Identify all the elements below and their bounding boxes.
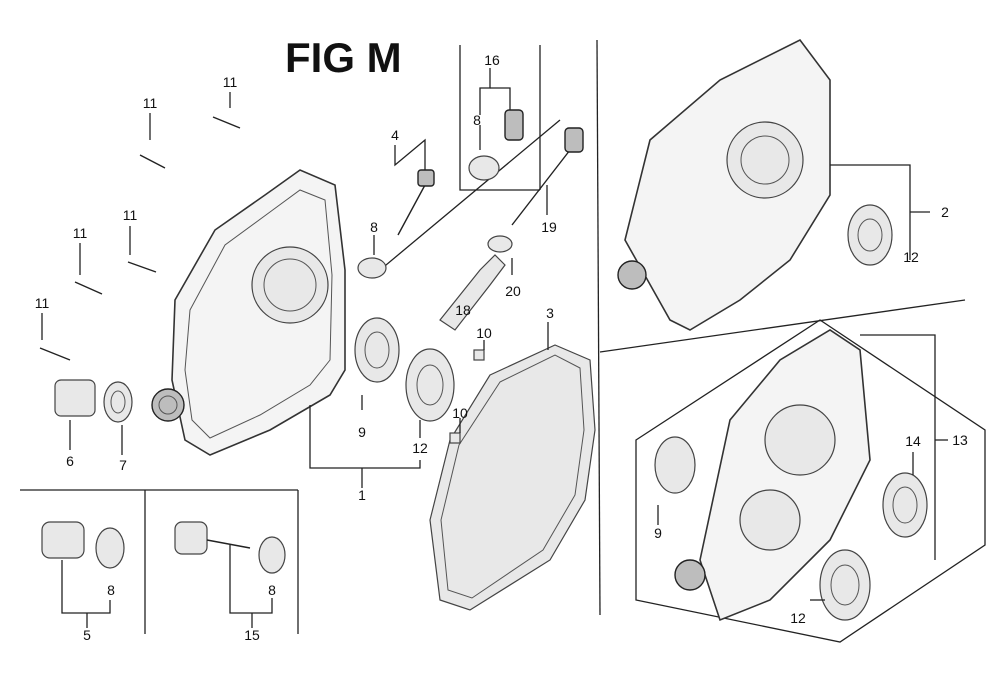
callout-11-d: 11 bbox=[73, 225, 88, 241]
callout-12-c: 12 bbox=[790, 610, 806, 626]
crankcase-cover-2 bbox=[617, 38, 893, 331]
callout-16: 16 bbox=[484, 52, 500, 68]
callout-8-a: 8 bbox=[370, 219, 378, 235]
callout-8-c: 8 bbox=[107, 582, 115, 598]
plug-5-inset bbox=[41, 521, 125, 569]
callout-9-a: 9 bbox=[358, 424, 366, 440]
callout-14: 14 bbox=[905, 433, 921, 449]
section-dividers bbox=[20, 39, 986, 643]
callout-12-b: 12 bbox=[903, 249, 919, 265]
oil-seal-main bbox=[354, 317, 400, 383]
callout-11-a: 11 bbox=[143, 95, 158, 111]
callout-9-b: 9 bbox=[654, 525, 662, 541]
crankcase-cover-main bbox=[151, 169, 346, 456]
callout-12-a: 12 bbox=[412, 440, 428, 456]
callout-11-c: 11 bbox=[123, 207, 138, 223]
dipstick-4 bbox=[357, 169, 435, 279]
callout-13: 13 bbox=[952, 432, 968, 448]
callout-6: 6 bbox=[66, 453, 74, 469]
callout-10-a: 10 bbox=[476, 325, 492, 341]
oil-filler-tube-18 bbox=[439, 235, 513, 331]
pins-10 bbox=[449, 349, 485, 444]
callout-20: 20 bbox=[505, 283, 521, 299]
callout-8-b: 8 bbox=[473, 112, 481, 128]
callout-8-d: 8 bbox=[268, 582, 276, 598]
callout-1: 1 bbox=[358, 487, 366, 503]
gasket bbox=[429, 344, 596, 611]
callout-labels: 1 2 3 4 5 6 7 8 8 8 8 9 9 10 10 11 11 11… bbox=[35, 52, 968, 643]
callout-11-b: 11 bbox=[223, 74, 238, 90]
callout-15: 15 bbox=[244, 627, 260, 643]
callout-3: 3 bbox=[546, 305, 554, 321]
crankcase-cover-13 bbox=[654, 329, 928, 622]
bearing-main bbox=[405, 348, 455, 422]
callout-18: 18 bbox=[455, 302, 471, 318]
bolts-11 bbox=[39, 116, 241, 361]
drain-plug-6 bbox=[54, 379, 96, 417]
callout-19: 19 bbox=[541, 219, 557, 235]
plug-16 bbox=[468, 109, 524, 181]
callout-2: 2 bbox=[941, 204, 949, 220]
plug-15-inset bbox=[174, 521, 286, 574]
callout-4: 4 bbox=[391, 127, 399, 143]
callout-11-e: 11 bbox=[35, 295, 50, 311]
washer-7 bbox=[103, 381, 133, 423]
callout-7: 7 bbox=[119, 457, 127, 473]
dipstick-19 bbox=[511, 127, 584, 226]
figure-title: FIG M bbox=[285, 34, 402, 81]
leader-lines bbox=[41, 68, 948, 628]
callout-10-b: 10 bbox=[452, 405, 468, 421]
callout-5: 5 bbox=[83, 627, 91, 643]
